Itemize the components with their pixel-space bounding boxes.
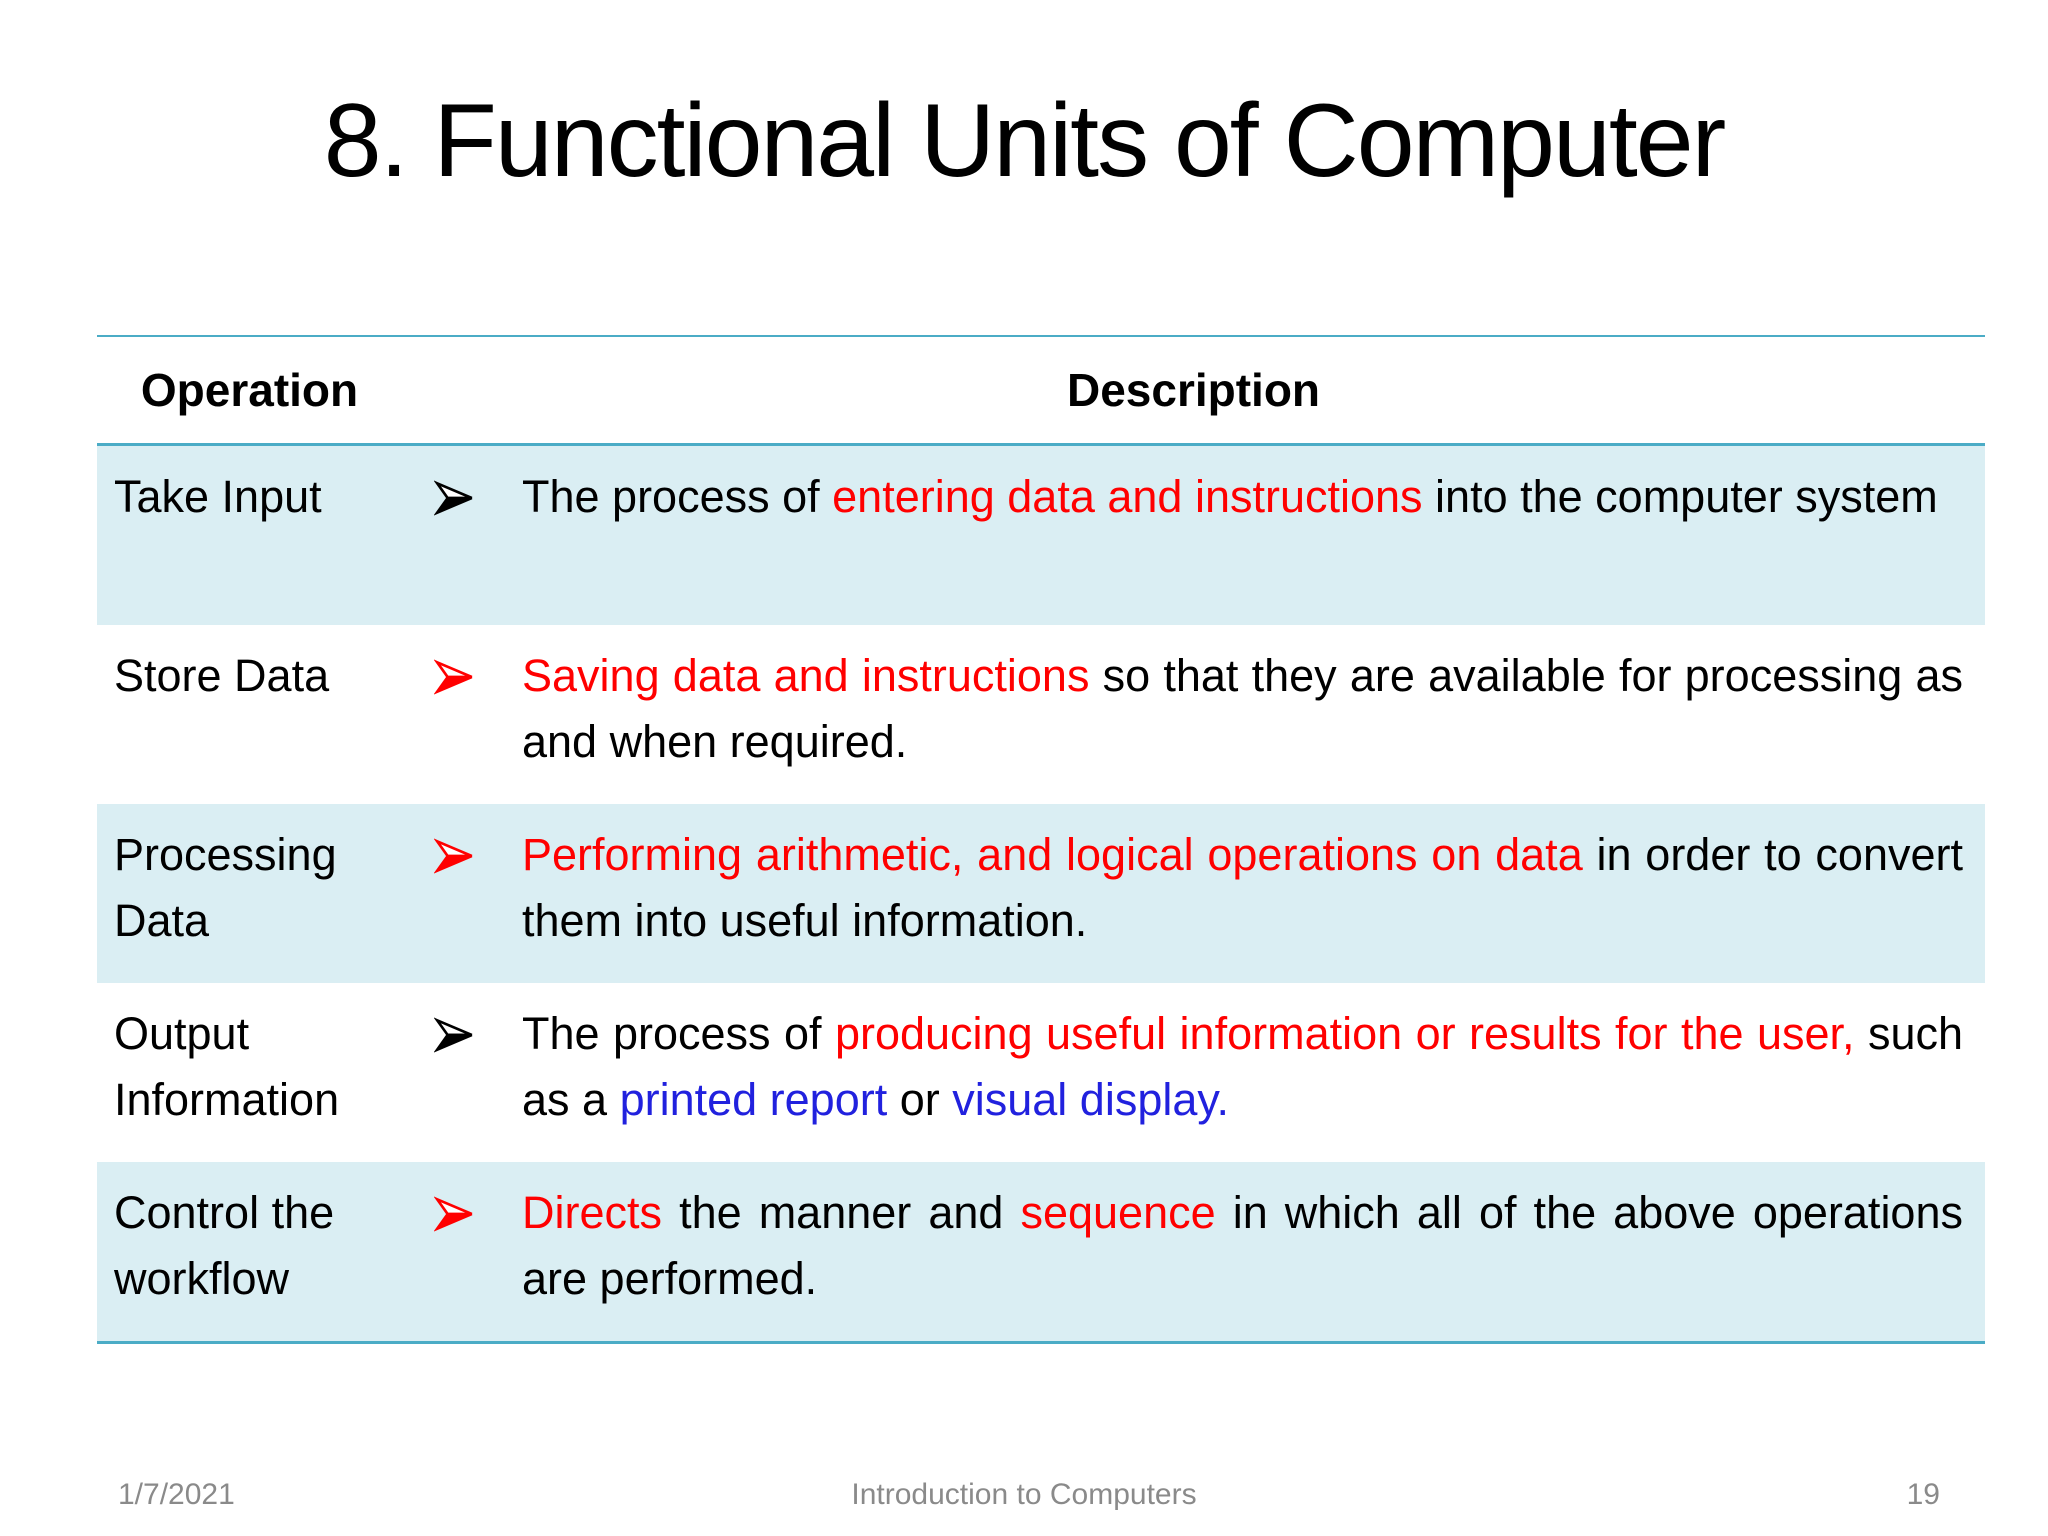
description-text: Performing arithmetic, and logical opera… [522,822,1963,954]
table-row: Processing Data Performing arithmetic, an… [97,804,1985,983]
description-cell: Saving data and instructions so that the… [402,625,1985,804]
operation-cell: Output Information [114,1008,340,1125]
description-cell: Performing arithmetic, and logical opera… [402,804,1985,983]
description-segment: in order to convert them into useful inf… [522,829,1963,946]
table-row: Store Data Saving data and instructions s… [97,625,1985,804]
description-segment: sequence [1020,1187,1216,1238]
description-segment: into the computer system [1422,471,1938,522]
footer-page-number: 19 [1906,1478,1940,1511]
description-text: The process of entering data and instruc… [522,464,1963,530]
description-segment: such as a [522,1008,1964,1125]
arrow-bullet-icon [433,659,476,700]
arrow-bullet-icon [433,1196,476,1237]
description-segment: Saving data and instructions [522,650,1090,701]
description-segment: so that they are available for processin… [522,650,1963,767]
operation-cell: Processing Data [114,829,337,946]
description-segment: printed report [619,1074,888,1125]
table-row: Output Information The process of produci… [97,983,1985,1162]
table-row: Take Input The process of entering data a… [97,446,1985,625]
operation-cell: Take Input [114,471,322,522]
description-segment: Performing arithmetic, and logical opera… [522,829,1583,880]
description-segment: Directs [522,1187,663,1238]
table-header-row: Operation Description [97,337,1985,446]
footer-presentation-title: Introduction to Computers [851,1478,1197,1511]
operation-cell: Control the workflow [114,1187,335,1304]
column-header-operation: Operation [140,364,359,416]
description-segment: or [887,1074,953,1125]
arrow-bullet-icon [433,1017,476,1058]
description-cell: The process of entering data and instruc… [402,446,1985,625]
description-text: Saving data and instructions so that the… [522,643,1963,775]
arrow-bullet-icon [433,480,476,521]
description-segment: producing useful information or results … [834,1008,1855,1059]
footer-date: 1/7/2021 [118,1478,235,1511]
description-segment: visual display. [952,1074,1230,1125]
description-segment: in which all of the above operations are… [522,1187,1963,1304]
table-row: Control the workflow Directs the manner a… [97,1162,1985,1341]
description-cell: Directs the manner and sequence in which… [402,1162,1985,1341]
description-segment: the manner and [662,1187,1021,1238]
operation-cell: Store Data [114,650,330,701]
description-segment: The process of [522,1008,835,1059]
column-header-description: Description [1066,364,1321,416]
description-text: The process of producing useful informat… [522,1001,1963,1133]
description-segment: entering data and instructions [832,471,1423,522]
arrow-bullet-icon [433,838,476,879]
description-cell: The process of producing useful informat… [402,983,1985,1162]
page-title: 8. Functional Units of Computer [323,83,1726,199]
description-segment: The process of [522,471,833,522]
description-text: Directs the manner and sequence in which… [522,1180,1963,1312]
